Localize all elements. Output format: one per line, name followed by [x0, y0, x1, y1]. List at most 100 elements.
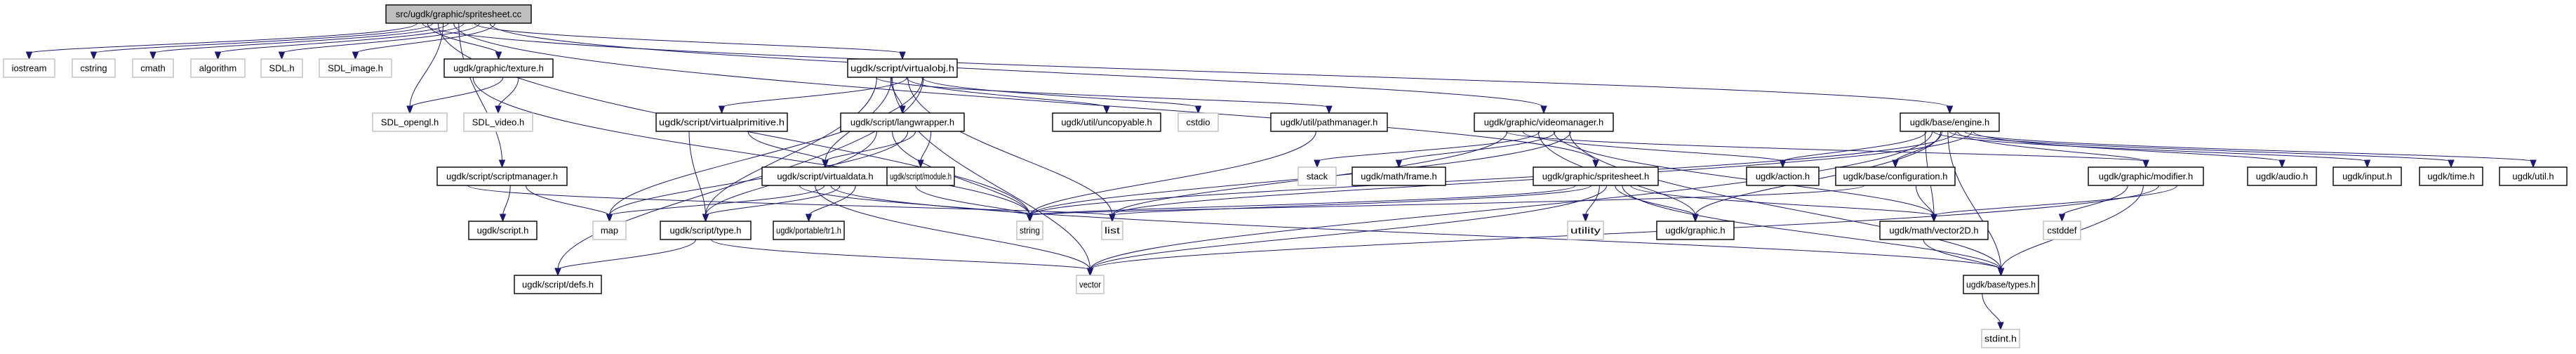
edge-engine-to-util: [1964, 131, 2537, 169]
node-action[interactable]: ugdk/action.h: [1746, 166, 1820, 186]
edge-line: [1933, 131, 2368, 162]
edge-line: [892, 131, 1030, 216]
node-box: [319, 58, 392, 78]
node-tr1[interactable]: ugdk/portable/tr1.h: [773, 221, 845, 240]
node-box: [1076, 275, 1105, 294]
node-engine[interactable]: ugdk/base/engine.h: [1900, 112, 2000, 132]
node-box[interactable]: [385, 4, 532, 24]
node-label: stack: [1307, 171, 1328, 181]
node-box[interactable]: [655, 112, 788, 132]
edge-texture-to-sdlopengl: [406, 77, 504, 114]
node-configuration[interactable]: ugdk/base/configuration.h: [1835, 166, 1956, 186]
node-box[interactable]: [1879, 221, 1989, 240]
arrowhead-icon: [1692, 214, 1699, 223]
node-label: ugdk/graphic/texture.h: [453, 63, 544, 73]
node-box[interactable]: [2499, 166, 2568, 186]
node-label: ugdk/base/engine.h: [1910, 117, 1989, 127]
node-box[interactable]: [1835, 166, 1956, 186]
node-pathmanager[interactable]: ugdk/util/pathmanager.h: [1270, 112, 1388, 132]
node-box[interactable]: [1900, 112, 2000, 132]
arrowhead-icon: [1930, 214, 1937, 223]
edge-spritesheeth-to-string: [1026, 185, 1576, 223]
arrowhead-icon: [1194, 105, 1202, 114]
node-types[interactable]: ugdk/base/types.h: [1963, 275, 2039, 294]
edge-virtualprimitive-to-virtualdata: [747, 131, 829, 169]
node-box[interactable]: [1963, 275, 2039, 294]
node-box[interactable]: [773, 221, 845, 240]
edge-line: [1982, 293, 2001, 324]
node-label: ugdk/base/types.h: [1966, 279, 2036, 289]
edge-line: [705, 77, 877, 216]
node-box[interactable]: [1352, 166, 1446, 186]
node-root[interactable]: src/ugdk/graphic/spritesheet.cc: [385, 4, 532, 24]
edge-line: [1933, 185, 2177, 216]
node-box[interactable]: [436, 166, 568, 186]
node-box[interactable]: [2088, 166, 2204, 186]
node-vector2d[interactable]: ugdk/math/vector2D.h: [1879, 221, 1989, 240]
node-box[interactable]: [2333, 166, 2402, 186]
node-input[interactable]: ugdk/input.h: [2333, 166, 2402, 186]
node-script[interactable]: ugdk/script.h: [468, 221, 538, 240]
node-box[interactable]: [847, 58, 958, 78]
node-box: [463, 112, 533, 132]
edge-line: [609, 185, 825, 216]
edge-line: [799, 185, 1030, 216]
edge-line: [218, 22, 465, 54]
node-box[interactable]: [2247, 166, 2317, 186]
node-graphic[interactable]: ugdk/graphic.h: [1656, 221, 1735, 240]
edge-line: [830, 185, 2001, 270]
node-modifier[interactable]: ugdk/graphic/modifier.h: [2088, 166, 2204, 186]
node-list: list: [1101, 221, 1123, 240]
edge-langwrapper-to-virtualdata: [822, 131, 916, 169]
edge-root-to-sdlimage: [352, 22, 495, 60]
edge-line: [489, 22, 1544, 108]
node-virtualprimitive[interactable]: ugdk/script/virtualprimitive.h: [655, 112, 788, 132]
node-module[interactable]: ugdk/script/module.h: [886, 166, 955, 186]
node-scriptmanager[interactable]: ugdk/script/scriptmanager.h: [436, 166, 568, 186]
node-box[interactable]: [468, 221, 538, 240]
node-box[interactable]: [761, 166, 889, 186]
node-spritesheeth[interactable]: ugdk/graphic/spritesheet.h: [1533, 166, 1659, 186]
node-box[interactable]: [1533, 166, 1659, 186]
edge-root-to-spritesheeth: [453, 22, 1599, 169]
node-virtualdata[interactable]: ugdk/script/virtualdata.h: [761, 166, 889, 186]
node-time[interactable]: ugdk/time.h: [2419, 166, 2483, 186]
node-box[interactable]: [1052, 112, 1161, 132]
node-label: stdint.h: [1984, 333, 2017, 343]
node-util[interactable]: ugdk/util.h: [2499, 166, 2568, 186]
node-box[interactable]: [1474, 112, 1614, 132]
node-box[interactable]: [514, 275, 602, 294]
arrowhead-icon: [1892, 159, 1899, 169]
edge-root-to-videomanager: [489, 22, 1547, 114]
node-stdint: stdint.h: [1981, 329, 2020, 348]
node-virtualobj[interactable]: ugdk/script/virtualobj.h: [847, 58, 958, 78]
node-box[interactable]: [443, 58, 554, 78]
node-label: ugdk/graphic/modifier.h: [2099, 171, 2193, 181]
node-box[interactable]: [1746, 166, 1820, 186]
arrowhead-icon: [90, 51, 98, 60]
node-langwrapper[interactable]: ugdk/script/langwrapper.h: [840, 112, 965, 132]
arrowhead-icon: [406, 105, 413, 114]
node-box[interactable]: [886, 166, 955, 186]
node-label: algorithm: [199, 63, 236, 73]
node-box[interactable]: [840, 112, 965, 132]
edge-line: [721, 77, 908, 108]
node-box[interactable]: [1656, 221, 1735, 240]
node-uncopyable[interactable]: ugdk/util/uncopyable.h: [1052, 112, 1161, 132]
node-box[interactable]: [2419, 166, 2483, 186]
node-box[interactable]: [1270, 112, 1388, 132]
node-texture[interactable]: ugdk/graphic/texture.h: [443, 58, 554, 78]
node-box[interactable]: [660, 221, 752, 240]
edge-line: [915, 185, 1030, 216]
node-label: ugdk/graphic/videomanager.h: [1484, 117, 1604, 127]
node-sdlimage: SDL_image.h: [319, 58, 392, 78]
node-defs[interactable]: ugdk/script/defs.h: [514, 275, 602, 294]
edge-line: [920, 131, 932, 162]
node-videomanager[interactable]: ugdk/graphic/videomanager.h: [1474, 112, 1614, 132]
node-frame[interactable]: ugdk/math/frame.h: [1352, 166, 1446, 186]
edge-engine-to-audio: [1973, 131, 2285, 169]
node-audio[interactable]: ugdk/audio.h: [2247, 166, 2317, 186]
node-type[interactable]: ugdk/script/type.h: [660, 221, 752, 240]
arrowhead-icon: [917, 159, 924, 169]
edge-line: [921, 77, 1199, 108]
